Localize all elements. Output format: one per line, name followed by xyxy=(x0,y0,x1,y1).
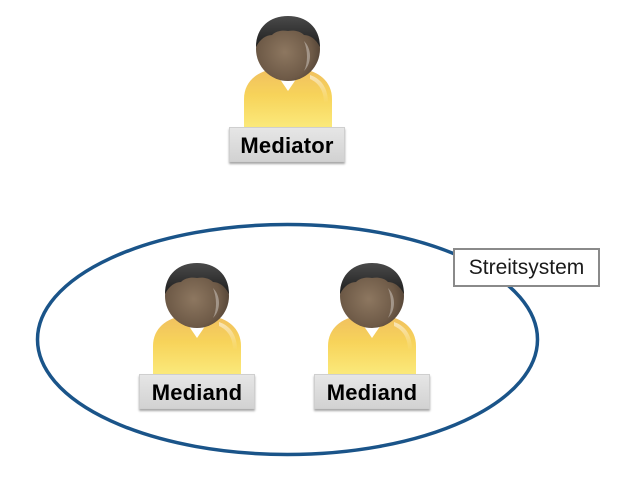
mediand-2-person-icon xyxy=(324,258,420,374)
person-icon xyxy=(240,11,336,127)
person-icon xyxy=(149,258,245,374)
mediator-person-icon xyxy=(240,11,336,127)
person-icon xyxy=(324,258,420,374)
streitsystem-label: Streitsystem xyxy=(453,248,600,287)
mediand-1-label: Mediand xyxy=(139,374,255,409)
mediand-1-person-icon xyxy=(149,258,245,374)
mediand-2-label: Mediand xyxy=(314,374,430,409)
mediator-label: Mediator xyxy=(229,127,345,162)
